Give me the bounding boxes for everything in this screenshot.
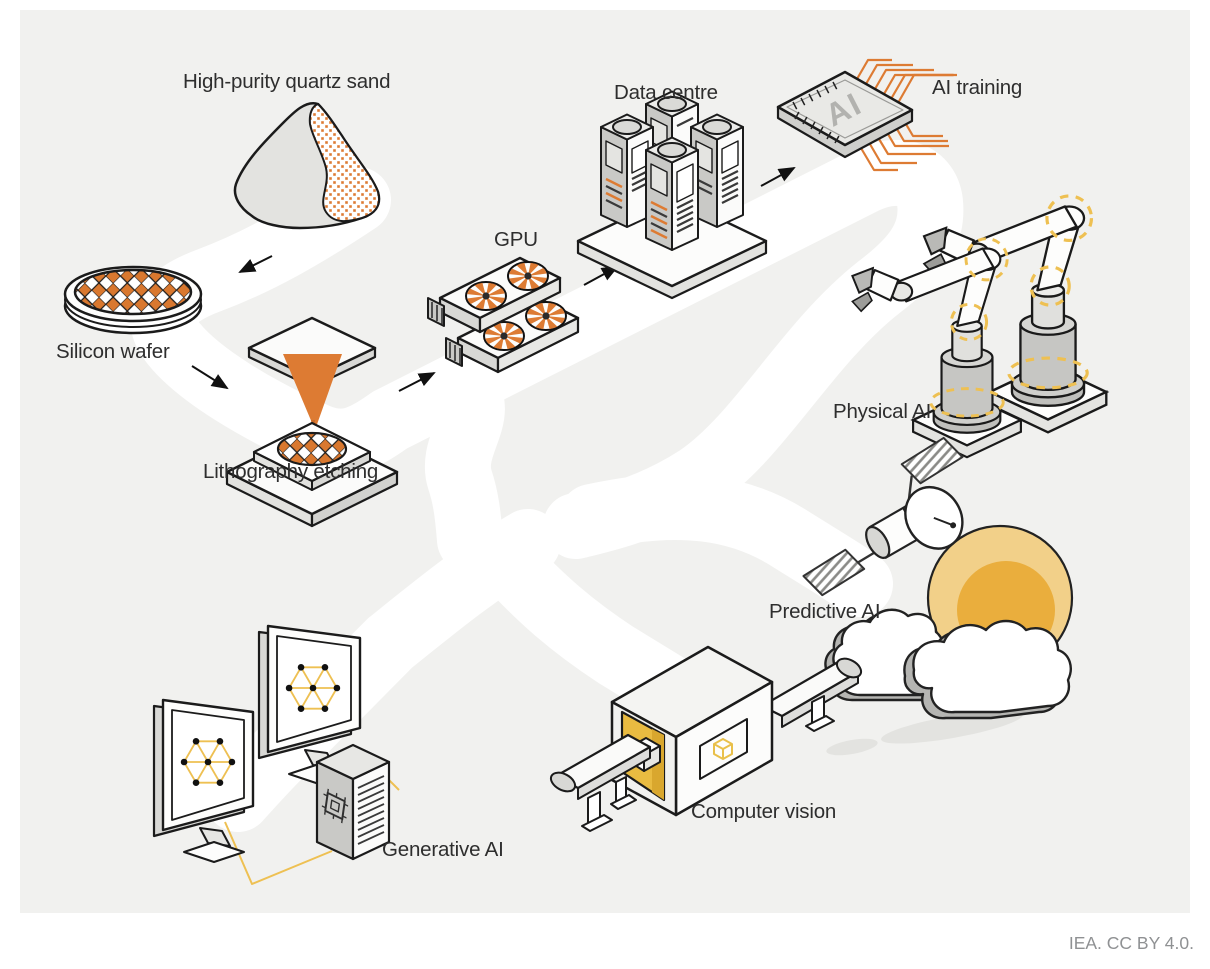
- cloud-front: [903, 619, 1072, 720]
- arrow-sand-to-wafer: [238, 255, 273, 273]
- computer-vision-icon: [549, 645, 863, 832]
- satellite: [802, 436, 964, 597]
- cube-icon: [713, 738, 733, 760]
- solar-panel-left: [802, 548, 866, 597]
- solar-panel-right: [900, 436, 964, 485]
- label-computer-vision: Computer vision: [691, 800, 837, 823]
- label-quartz-sand: High-purity quartz sand: [183, 70, 391, 93]
- label-data-centre: Data centre: [614, 81, 718, 104]
- gpu-icon: [427, 256, 580, 374]
- dish-antenna: [904, 485, 964, 550]
- label-predictive-ai: Predictive AI: [769, 600, 881, 623]
- quartz-sand-icon: [233, 101, 381, 230]
- arrow-datacentre-to-aitraining: [760, 167, 796, 187]
- lithography-etching-icon: [225, 316, 399, 528]
- ai-training-chip-icon: AI: [776, 58, 957, 172]
- label-gpu: GPU: [494, 228, 538, 251]
- label-physical-ai: Physical AI: [833, 400, 932, 423]
- server-tower: [600, 90, 744, 251]
- arrow-wafer-to-lithography: [191, 365, 229, 390]
- attribution: IEA. CC BY 4.0.: [1068, 933, 1194, 953]
- road-junction-drop: [425, 353, 505, 573]
- predictive-ai-icon: [802, 436, 1074, 720]
- label-silicon-wafer: Silicon wafer: [56, 340, 170, 363]
- monitor-front: [152, 698, 255, 863]
- arrow-lithography-to-gpu: [398, 372, 436, 392]
- label-lithography-etching: Lithography etching: [203, 460, 379, 483]
- label-generative-ai: Generative AI: [382, 838, 504, 861]
- generative-ai-icon: [152, 624, 400, 885]
- silicon-wafer-icon: [63, 265, 203, 335]
- road-to-computer-vision: [472, 527, 721, 732]
- chip-pins: [792, 81, 840, 144]
- chip-glyph: [321, 788, 349, 824]
- tower-pc: [315, 743, 391, 861]
- label-ai-training: AI training: [932, 76, 1023, 99]
- data-centre-icon: [576, 90, 768, 300]
